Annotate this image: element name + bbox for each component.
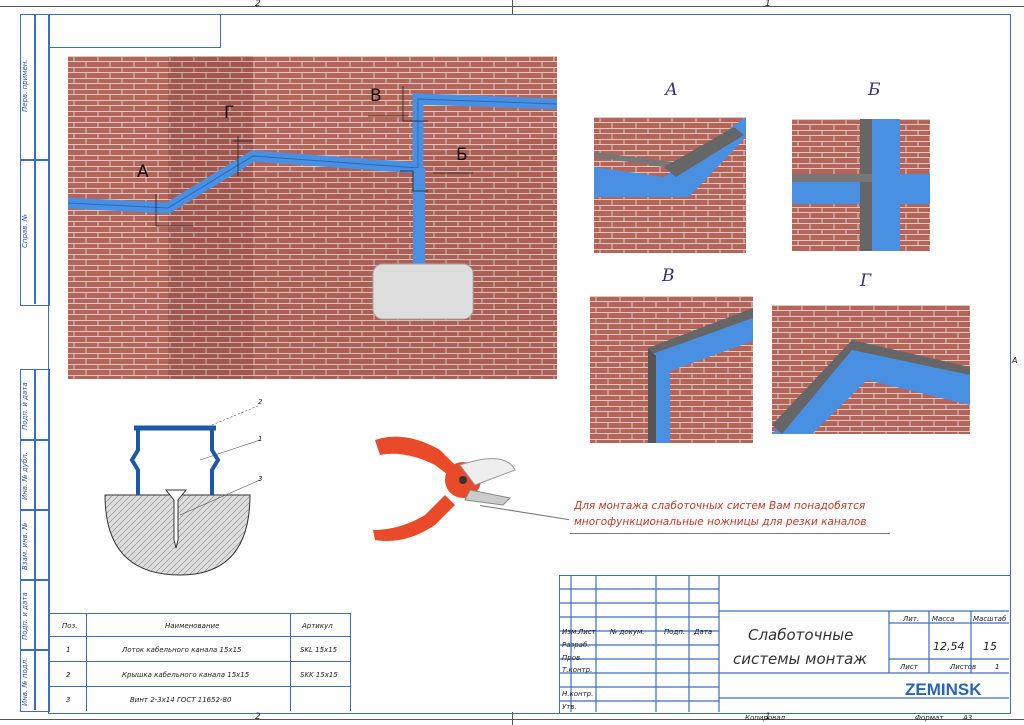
top-mid-tick	[512, 0, 513, 14]
spec-table	[48, 613, 351, 711]
side-stamp-6: Подп. и дата	[21, 592, 29, 640]
main-wall-illustration	[68, 56, 557, 379]
detail-label-b: Б	[868, 80, 881, 100]
note-underline	[570, 533, 890, 534]
detail-label-a: А	[665, 80, 678, 100]
title-block-grid	[559, 575, 1009, 712]
callout-1: 1	[258, 435, 263, 443]
spec-row-3-pos: 3	[66, 696, 71, 704]
main-label-v: В	[370, 86, 382, 106]
side-stamp-1: Перв. примен.	[21, 59, 29, 112]
main-label-a: А	[137, 162, 149, 182]
channel-cross-section	[104, 404, 261, 576]
border-number-top-right: 1	[765, 0, 771, 9]
tb-role-tkontr: Т.контр.	[562, 666, 593, 674]
detail-v-image	[590, 296, 753, 443]
spec-row-2-name: Крышка кабельного канала 15х15	[122, 671, 250, 679]
side-stamp-3: Подп. и дата	[21, 382, 29, 430]
spec-row-2-article: SKK 15х15	[300, 671, 338, 679]
side-stamp-7: Инв. № подл.	[21, 657, 29, 706]
side-stamp-4: Инв. № дубл.	[21, 452, 29, 500]
tb-scale-value: 15	[983, 640, 997, 653]
tb-title-line-1: Слаботочные	[748, 626, 854, 644]
tb-col-izm: Изм.	[562, 628, 579, 636]
spec-row-1-pos: 1	[66, 646, 71, 654]
border-number-bottom-left: 2	[255, 712, 261, 722]
tb-format-value: А3	[963, 714, 973, 722]
callout-3: 3	[258, 475, 263, 483]
detail-a-image	[594, 117, 746, 253]
tb-lit-label: Лит.	[903, 615, 920, 623]
main-label-g: Г	[224, 103, 235, 123]
tb-copied-label: Копировал	[745, 714, 785, 722]
main-label-b: Б	[456, 145, 468, 165]
note-line-2: многофункциональные ножницы для резки ка…	[574, 516, 867, 528]
side-stamp-5: Взам. инв. №	[21, 522, 29, 570]
bottom-mid-tick	[512, 712, 513, 725]
detail-label-v: В	[662, 266, 675, 286]
tb-role-utv: Утв.	[562, 703, 577, 711]
tb-col-date: Дата	[694, 628, 713, 636]
tb-mass-value: 12,54	[933, 640, 965, 653]
tb-col-list: Лист	[578, 628, 596, 636]
border-number-bottom-right: 1	[765, 712, 771, 722]
border-number-top-left: 2	[255, 0, 261, 9]
spec-row-2-pos: 2	[66, 671, 71, 679]
side-stamp-column	[20, 14, 50, 712]
detail-label-g: Г	[860, 271, 872, 291]
tb-sheets-label: Листов	[950, 663, 977, 671]
tb-role-nkontr: Н.контр.	[562, 690, 594, 698]
border-letter-right: A	[1012, 356, 1018, 365]
tb-role-razrab: Разраб.	[562, 641, 590, 649]
spec-header-pos: Поз.	[62, 622, 78, 630]
tb-scale-label: Масштаб	[973, 615, 1007, 623]
detail-g-image	[772, 305, 970, 434]
detail-b-image	[792, 119, 930, 251]
company-logo: ZEMINSK	[905, 680, 982, 699]
cutter-tool-image	[373, 436, 516, 541]
tb-sheet-label: Лист	[900, 663, 918, 671]
spec-row-1-name: Лоток кабельного канала 15х15	[122, 646, 242, 654]
tb-col-doc: № докум.	[610, 628, 645, 636]
title-block	[559, 575, 1010, 713]
spec-header-name: Наименование	[165, 622, 220, 630]
side-stamp-2: Справ. №	[21, 213, 29, 248]
spec-row-1-article: SKL 15х15	[300, 646, 338, 654]
tb-sheets-value: 1	[995, 663, 1000, 671]
top-left-box	[48, 14, 221, 48]
tb-role-prov: Пров.	[562, 654, 583, 662]
note-line-1: Для монтажа слаботочных систем Вам понад…	[574, 500, 866, 512]
callout-2: 2	[258, 398, 263, 406]
tb-col-sign: Подп.	[664, 628, 686, 636]
tb-mass-label: Масса	[932, 615, 955, 623]
tb-format-label: Формат	[915, 714, 944, 722]
spec-row-3-name: Винт 2-3х14 ГОСТ 11652-80	[130, 696, 232, 704]
drawing-frame	[48, 14, 1011, 714]
spec-header-article: Артикул	[302, 622, 333, 630]
tb-title-line-2: системы монтаж	[733, 650, 867, 668]
